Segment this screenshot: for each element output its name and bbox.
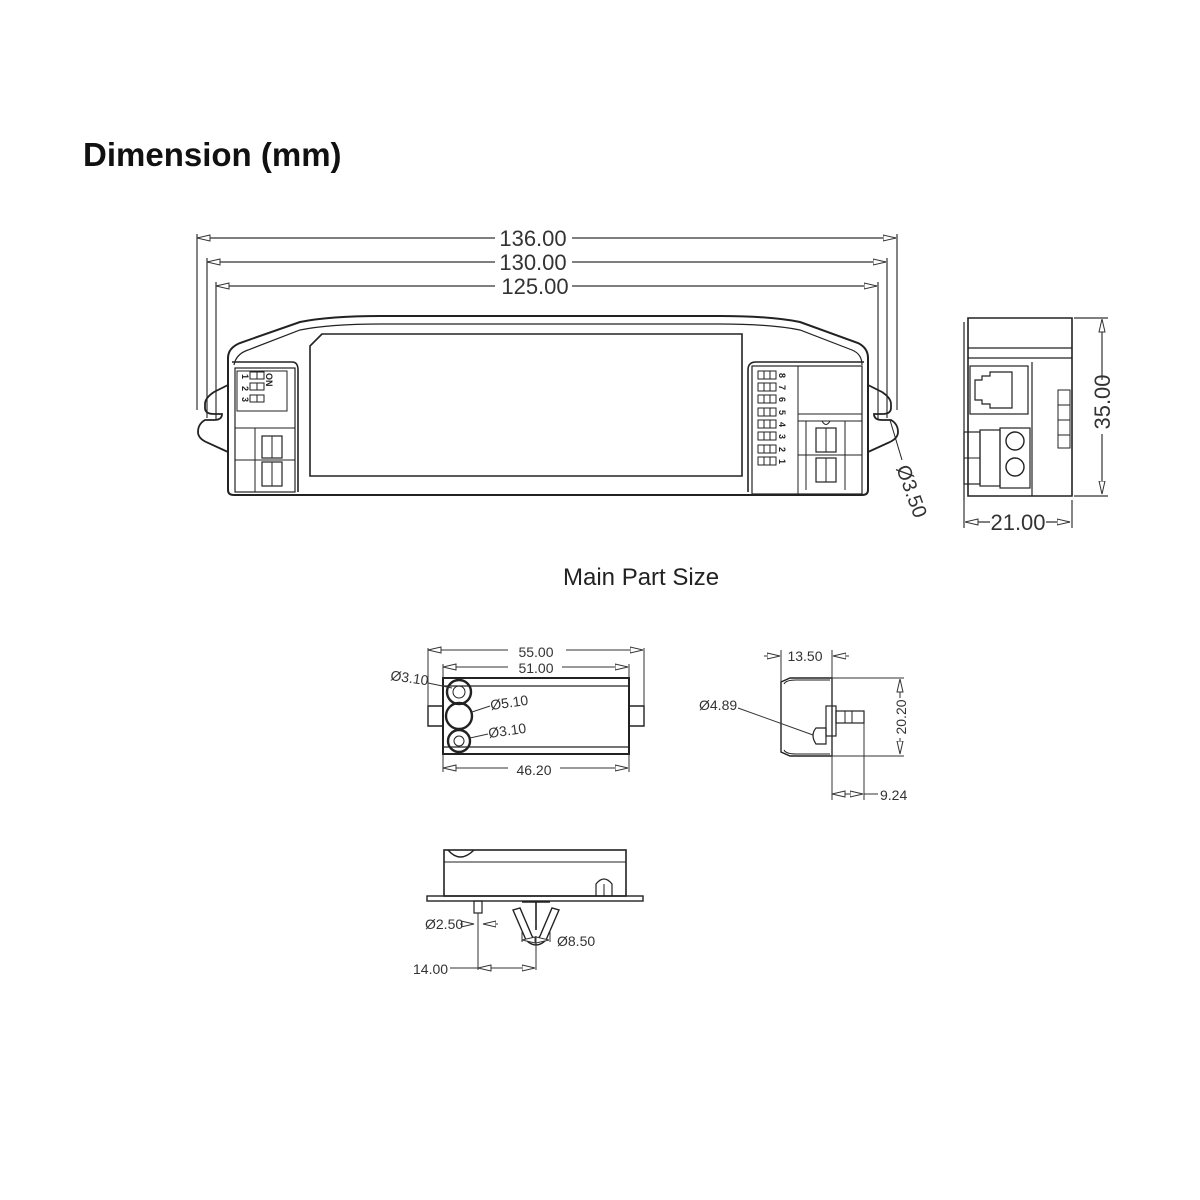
- dim-center-lens-diameter: Ø5.10: [489, 692, 529, 713]
- sensor-side-view: [737, 650, 904, 800]
- sensor-top-view: [427, 648, 645, 772]
- main-front-view: [196, 234, 903, 496]
- dim-clip-diameter: Ø8.50: [557, 933, 595, 949]
- dim-body-length: 125.00: [501, 274, 568, 299]
- dim-sensor-hole-spacing: 51.00: [518, 660, 553, 676]
- dim-pin-to-clip: 14.00: [413, 961, 448, 977]
- page-title: Dimension (mm): [83, 136, 342, 173]
- svg-text:8: 8: [777, 373, 787, 378]
- dim-mount-hole-spacing: 130.00: [499, 250, 566, 275]
- dim-overall-length: 136.00: [499, 226, 566, 251]
- svg-text:2: 2: [240, 386, 250, 391]
- svg-text:1: 1: [240, 374, 250, 379]
- dip-switch-left-labels: 1 2 3 ON: [240, 373, 274, 402]
- dim-clip-depth: 9.24: [880, 787, 907, 803]
- svg-text:3: 3: [240, 397, 250, 402]
- dim-depth: 21.00: [990, 510, 1045, 535]
- svg-text:2: 2: [777, 447, 787, 452]
- dip-switch-right-labels: 1 2 3 4 5 6 7 8: [777, 373, 787, 464]
- dim-pin-diameter: Ø2.50: [425, 916, 463, 932]
- dim-side-lens-diameter: Ø4.89: [699, 697, 737, 713]
- dim-top-lens-diameter: Ø3.10: [390, 667, 430, 688]
- dim-sensor-body-length: 46.20: [516, 762, 551, 778]
- dim-bottom-lens-diameter: Ø3.10: [487, 720, 527, 741]
- svg-text:3: 3: [777, 434, 787, 439]
- dim-mount-hole-diameter: Ø3.50: [891, 462, 930, 521]
- svg-text:4: 4: [777, 422, 787, 427]
- dim-height: 35.00: [1090, 374, 1115, 429]
- main-side-view: [963, 317, 1108, 528]
- svg-text:7: 7: [777, 385, 787, 390]
- dim-sensor-overall-length: 55.00: [518, 644, 553, 660]
- sensor-front-view: [426, 849, 644, 970]
- dim-side-height: 20.20: [893, 699, 909, 734]
- svg-text:5: 5: [777, 410, 787, 415]
- svg-text:ON: ON: [264, 373, 274, 387]
- svg-text:1: 1: [777, 459, 787, 464]
- svg-text:6: 6: [777, 397, 787, 402]
- main-part-size-caption: Main Part Size: [563, 564, 720, 591]
- dim-side-width: 13.50: [787, 648, 822, 664]
